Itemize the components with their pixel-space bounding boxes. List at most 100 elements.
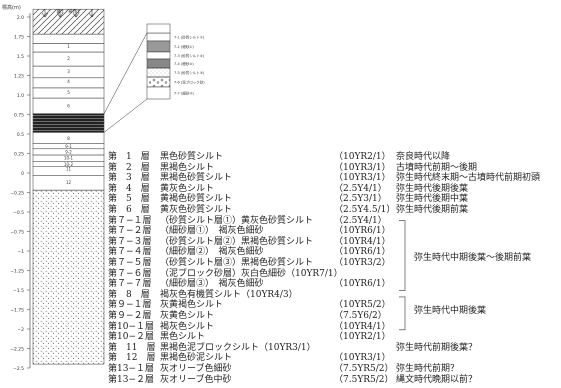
layer-description: 黒褐色泥ブロックシルト（10YR3/1） <box>160 342 316 353</box>
period-label: 弥生時代後期中葉 <box>396 194 469 205</box>
period-label: 奈良時代以降 <box>396 152 451 162</box>
axis-tick-label: 1.25 <box>14 74 24 80</box>
axis-tick-label: −1.75 <box>10 308 24 314</box>
layer-number: 第７−４層 <box>108 247 152 258</box>
layer-munsell-color: （10YR3/1） <box>334 162 391 173</box>
detail-band <box>146 67 171 78</box>
detail-label: 7-2 (細砂①) <box>174 44 194 49</box>
arrow-icon <box>56 9 64 18</box>
layer-band <box>32 33 105 44</box>
layer-number: 第７−１層 <box>108 215 152 226</box>
column-label: 3 <box>67 69 70 74</box>
layer-description: 黄灰色砂質シルト <box>160 205 233 215</box>
axis-tick-label: −1.5 <box>13 288 24 294</box>
layer-description: （砂質シルト層②）黒褐色砂質シルト <box>160 236 314 247</box>
column-label: 9-1 <box>65 144 72 149</box>
period-bracket <box>399 296 406 331</box>
period-label: 弥生時代前期後葉？ <box>396 342 478 353</box>
layer-number: 第 6 層 <box>108 205 150 215</box>
layer-number: 第７−２層 <box>108 226 152 237</box>
axis-tick-label: 1.75 <box>14 35 24 41</box>
layer-number: 第７−５層 <box>108 258 152 268</box>
column-label: 10-2 <box>64 162 74 167</box>
layer-description: （細砂層②） 褐灰色細砂 <box>160 247 264 258</box>
layer-number: 第13−２層 <box>108 374 154 385</box>
connector-line <box>103 32 148 114</box>
layer-description: （砂質シルト層③）黒褐色砂質シルト <box>160 258 314 268</box>
column-label: 1 <box>67 44 70 49</box>
layer-munsell-color: （10YR4/1） <box>334 321 391 332</box>
layer-munsell-color: （10YR3/1） <box>334 173 391 184</box>
axis-tick-label: 1.5 <box>17 54 24 60</box>
layer-description: 黒褐色シルト <box>160 162 215 173</box>
axis-tick-label: −2.25 <box>10 347 24 353</box>
layer-number: 第７−６層 <box>108 268 152 279</box>
layer-munsell-color: （10YR2/1） <box>334 152 391 162</box>
layer-description: （細砂層③） 褐灰色細砂 <box>160 279 264 290</box>
layer-description: （泥ブロック砂層）灰白色細砂（10YR7/1） <box>160 268 343 279</box>
layer-munsell-color: （10YR5/2） <box>334 300 391 311</box>
layer-description: （砂質シルト層①）黄灰色砂質シルト <box>160 215 314 226</box>
detail-label: 7-3 (砂質シルト②) <box>174 53 205 58</box>
layer-number: 第 3 層 <box>108 173 150 184</box>
layer-munsell-color: （2.5Y4/1） <box>334 183 387 194</box>
column-label: 5 <box>67 90 70 95</box>
layer-munsell-color: （10YR6/1） <box>334 279 391 290</box>
layer-number: 第 11 層 <box>108 342 156 353</box>
layer-description: 黄褐色砂質シルト <box>160 194 233 205</box>
layer-number: 第 12 層 <box>108 353 156 364</box>
layer-number: 第 2 層 <box>108 162 150 173</box>
column-label: 8 <box>67 136 70 141</box>
axis-tick-label: −1.25 <box>10 269 24 275</box>
period-label: 弥生時代中期後葉〜後期前葉 <box>414 252 532 263</box>
column-label: 12 <box>66 180 72 185</box>
layer-description: 褐灰色有機質シルト（10YR4/3） <box>160 289 298 300</box>
layer-description: 黒色シルト <box>160 332 206 343</box>
column-label: 10-1 <box>64 156 74 161</box>
layer-munsell-color: （7.5Y6/2） <box>334 311 387 321</box>
column-label: 2 <box>67 56 70 61</box>
axis-tick-label: 2.0 <box>17 15 24 21</box>
layer-munsell-color: （7.5YR5/2） <box>334 364 394 374</box>
detail-top-band <box>146 23 171 34</box>
detail-band <box>146 51 171 60</box>
detail-label: 7-4 (細砂②) <box>174 61 194 66</box>
layer-description: 灰オリーブ色細砂 <box>160 364 232 374</box>
layer-number: 第10−２層 <box>108 332 154 343</box>
period-brackets <box>399 220 406 331</box>
layer-number: 第９−２層 <box>108 311 152 321</box>
layer-number: 第10−１層 <box>108 321 154 332</box>
column-label: 盛土・耕作土 <box>57 7 81 13</box>
detail-band <box>146 86 171 100</box>
axis-tick-label: −1 <box>17 249 24 255</box>
layer-band <box>32 189 105 365</box>
layer-number: 第７−３層 <box>108 236 152 247</box>
elevation-axis: 2.01.751.51.251.00.750.50.250−0.25−0.5−0… <box>10 13 31 372</box>
layer-munsell-color: （2.5Y3/1） <box>334 194 387 205</box>
layer-number: 第 8 層 <box>108 289 150 300</box>
column-label: 4 <box>67 79 70 84</box>
period-bracket <box>399 220 406 291</box>
layer-description: （細砂層①） 褐灰色細砂 <box>160 226 264 237</box>
layer-munsell-color: （10YR3/2） <box>334 258 391 268</box>
period-label: 弥生時代終末期〜古墳時代前期初頭 <box>396 173 541 184</box>
column-label: 6 <box>67 103 70 108</box>
axis-tick-label: 0.5 <box>17 132 24 138</box>
axis-tick-label: 1.0 <box>17 93 24 99</box>
detail-column: 7-1 (砂質シルト①)7-2 (細砂①)7-3 (砂質シルト②)7-4 (細砂… <box>103 23 205 133</box>
layer-number: 第７−７層 <box>108 279 152 290</box>
axis-tick-label: 0 <box>21 171 24 177</box>
period-label: 古墳時代前期〜後期 <box>396 162 478 173</box>
arrow-icon <box>88 9 96 18</box>
period-label: 弥生時代中期後葉 <box>414 305 487 316</box>
detail-band <box>146 76 171 88</box>
layer-description: 黒褐色砂質シルト <box>160 173 233 184</box>
layer-munsell-color: （10YR2/1） <box>334 332 391 343</box>
layer-number: 第 5 層 <box>108 194 150 205</box>
axis-tick-label: −2.5 <box>13 366 24 372</box>
layer-munsell-color: （2.5Y4/1） <box>334 215 387 226</box>
layer-munsell-color: （2.5Y4.5/1） <box>334 205 396 215</box>
